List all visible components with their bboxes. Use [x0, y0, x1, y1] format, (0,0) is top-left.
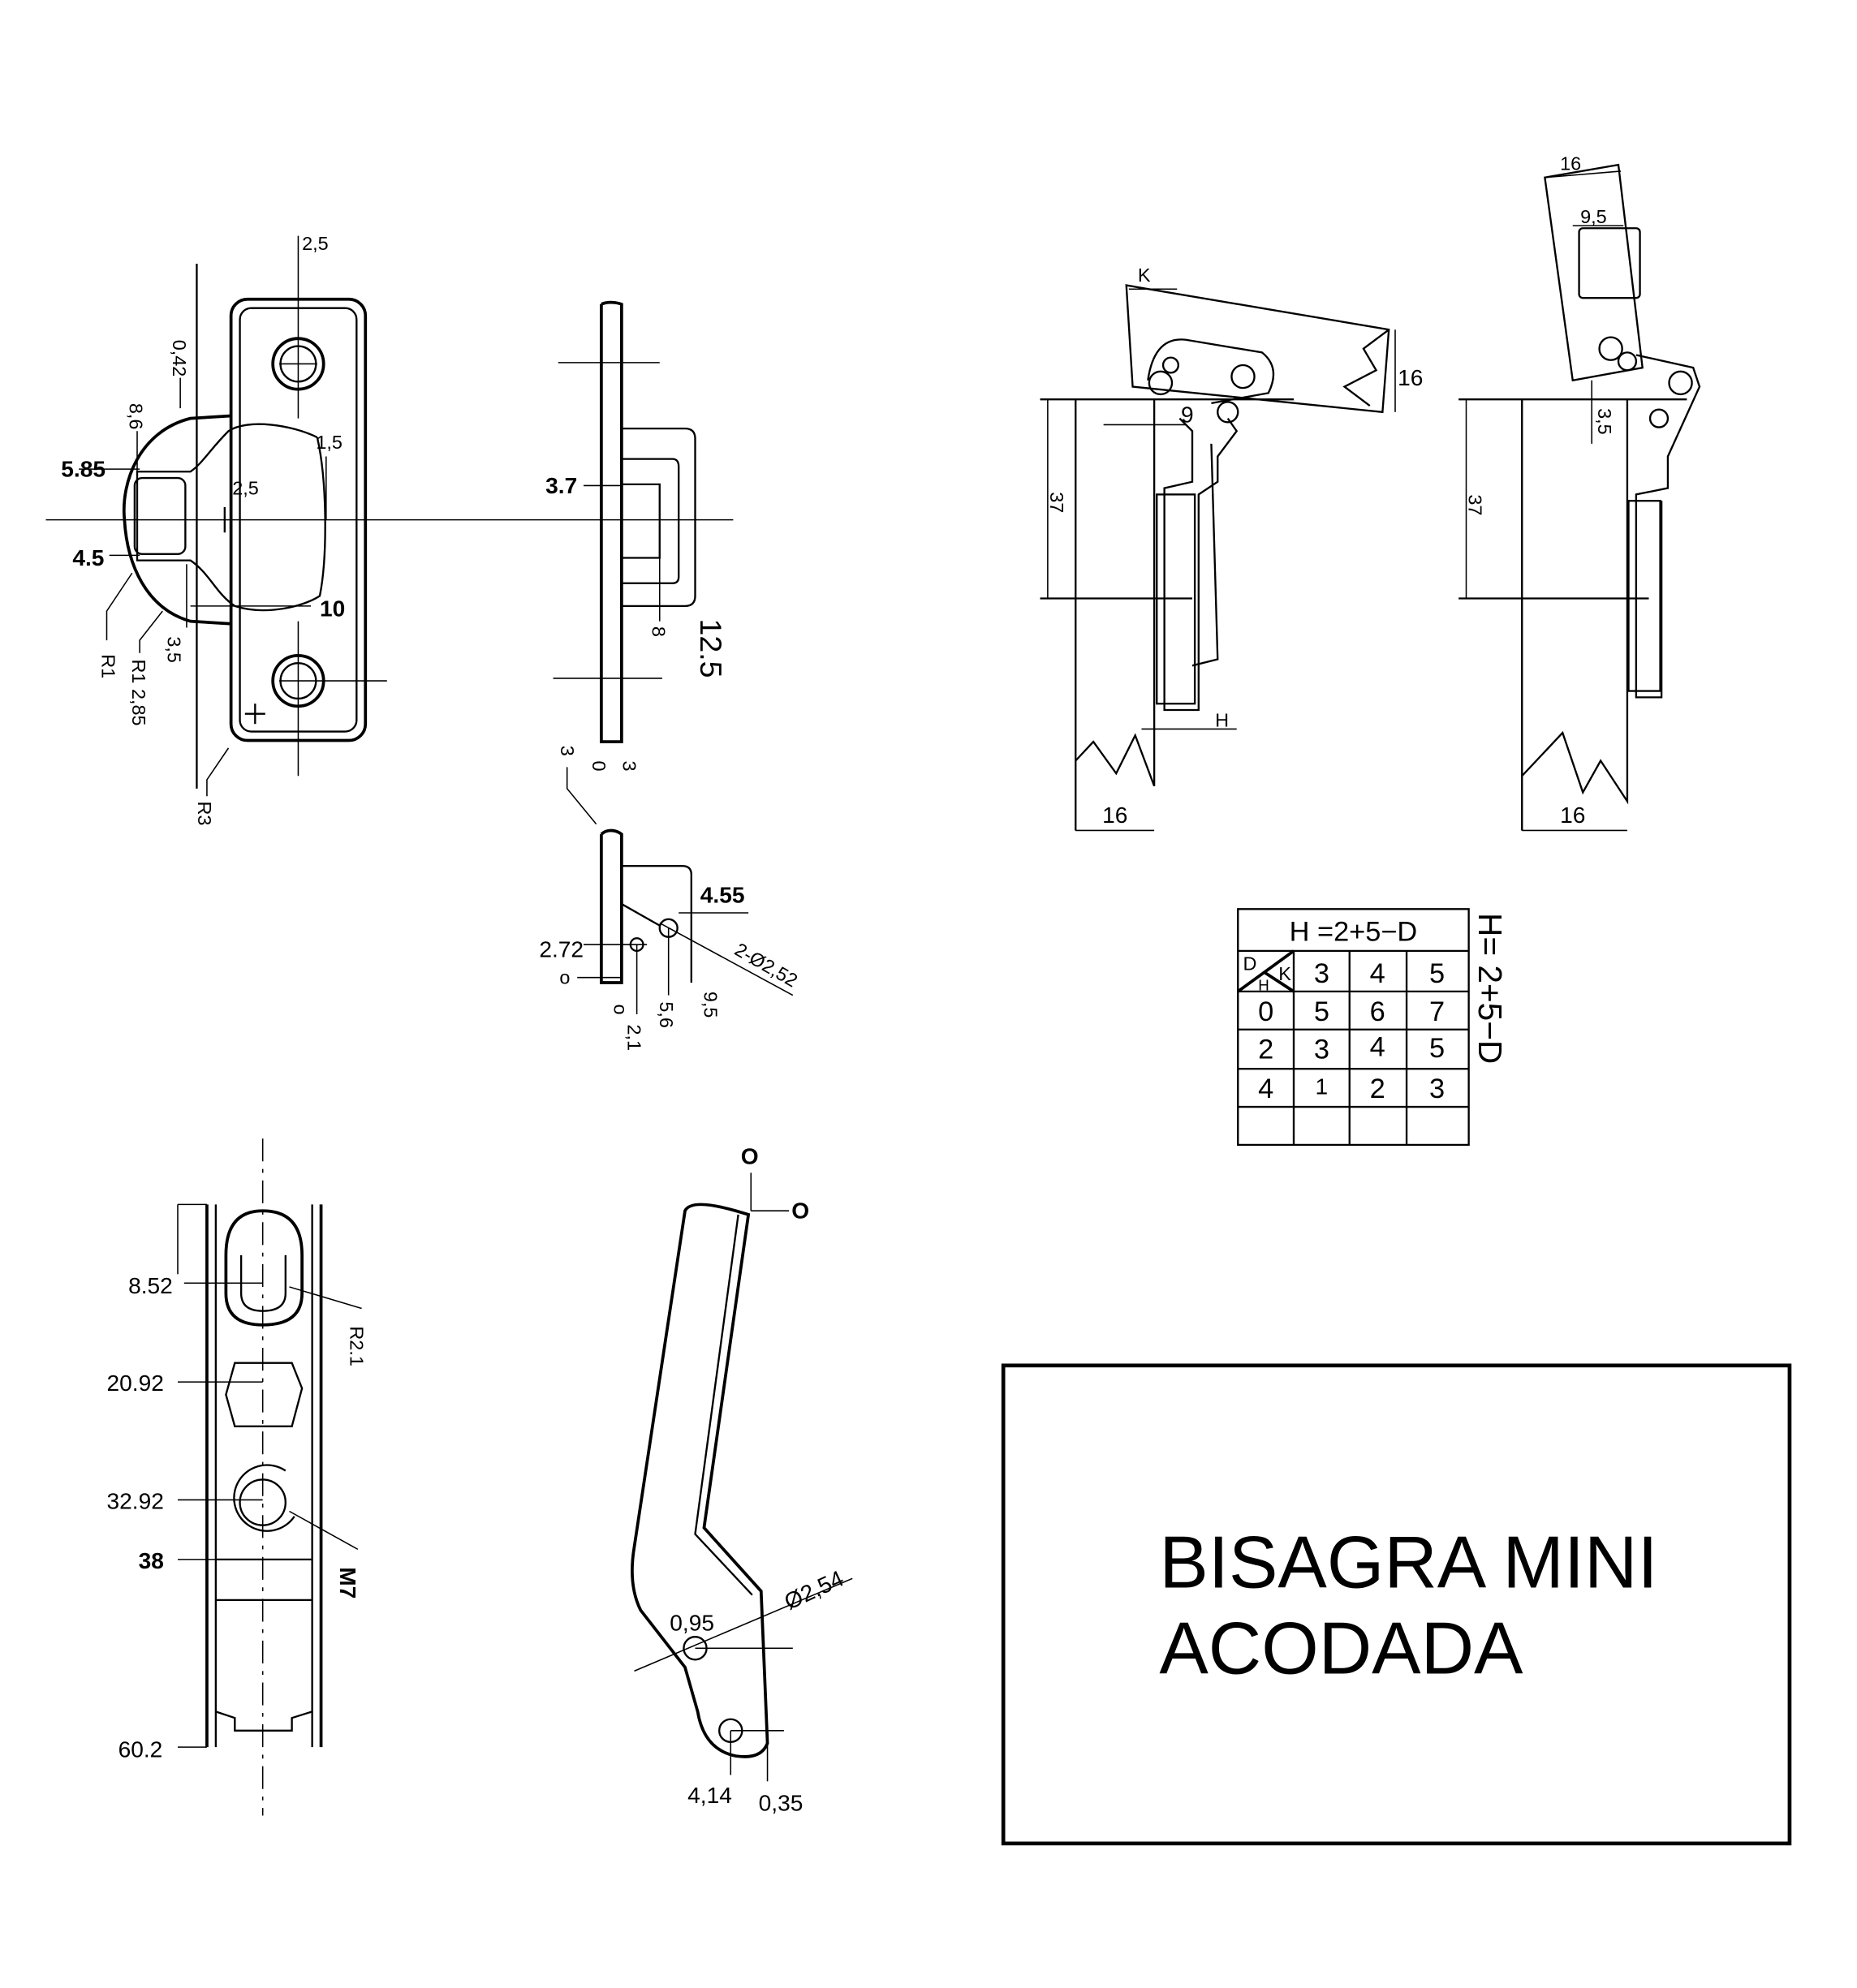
dim-label: 5,6: [656, 1001, 677, 1028]
dim-label: 3,5: [1594, 408, 1615, 435]
h-value-table: H =2+5−D D K H 3 4 5 0 5 6 7 2 3 4 5 4 1…: [1237, 908, 1509, 1147]
dim-label: 16: [1398, 365, 1423, 390]
dim-label: 32.92: [107, 1488, 164, 1513]
corner-k: K: [1278, 963, 1291, 984]
side-view: 3.7 8 12.5 3 0 3: [545, 300, 728, 772]
dim-label: K: [1138, 265, 1151, 286]
dim-label: 2,1: [624, 1025, 645, 1052]
dim-label: M7: [335, 1567, 360, 1599]
side-formula: H= 2+5−D: [1471, 913, 1509, 1064]
cell: 3: [1429, 1074, 1445, 1104]
dim-label: 2,5: [232, 477, 259, 498]
dim-label: 3: [557, 746, 578, 756]
dim-label: O: [741, 1143, 759, 1168]
dim-label: 9: [1181, 402, 1194, 427]
dim-label: 9,5: [700, 992, 721, 1018]
corner-h: H: [1258, 976, 1269, 993]
dim-label: 20.92: [107, 1371, 164, 1396]
dim-label: 60.2: [118, 1737, 163, 1762]
dim-label: 0,95: [670, 1610, 714, 1635]
cell: 5: [1314, 996, 1329, 1027]
dim-label: 8,6: [126, 403, 147, 430]
column-header: 5: [1429, 958, 1445, 989]
dim-label: 2.72: [539, 937, 584, 962]
cell: 5: [1429, 1033, 1445, 1064]
dim-label: Ø2,54: [781, 1565, 848, 1614]
dim-label: 16: [1102, 803, 1127, 828]
title-block: BISAGRA MINI ACODADA: [1001, 1363, 1792, 1846]
dim-label: o: [559, 967, 570, 988]
table-row: 4 1 2 3: [1258, 1074, 1445, 1104]
table-row: 0 5 6 7: [1258, 996, 1445, 1027]
dim-label: 8: [648, 626, 669, 637]
cell: 7: [1429, 996, 1445, 1027]
dim-label: H: [1215, 709, 1229, 730]
dim-label: 37: [1465, 494, 1486, 515]
dim-label: R3: [194, 802, 215, 826]
column-header: 3: [1314, 958, 1329, 989]
closed-hinge-view: K 16 9 37 H 16: [1040, 265, 1423, 832]
dim-label: 2-Ø2,52: [731, 939, 801, 992]
arm-view: 8.52 20.92 32.92 38 60.2 R2.1 M7: [107, 1138, 368, 1816]
dim-label: 0,42: [169, 340, 190, 377]
dim-label: 9,5: [1580, 206, 1607, 227]
dim-label: 16: [1560, 153, 1581, 174]
dim-label: 4.55: [700, 883, 745, 908]
dim-label: 3.7: [545, 473, 577, 498]
open-hinge-view: 16 9,5 3,5 37 16: [1458, 153, 1701, 832]
dim-label: 3: [618, 761, 640, 772]
link-view: O O Ø2,54 0,95 4,14 0,35: [631, 1143, 853, 1815]
dim-label: 0,35: [759, 1790, 804, 1815]
dim-label: R1: [97, 654, 118, 678]
dim-label: 16: [1560, 803, 1585, 828]
dim-label: 8.52: [128, 1273, 173, 1298]
dim-label: 12.5: [694, 619, 728, 678]
dim-label: O: [791, 1198, 809, 1224]
dim-label: 1,5: [316, 432, 343, 453]
cell: 3: [1314, 1035, 1329, 1065]
cell: 4: [1370, 1032, 1385, 1063]
title-line-2: ACODADA: [1159, 1607, 1523, 1689]
cell: 6: [1370, 996, 1385, 1027]
row-d: 2: [1258, 1035, 1273, 1065]
dim-label: 4,14: [687, 1783, 732, 1808]
dim-label: R2.1: [346, 1326, 367, 1366]
dim-label: 4.5: [72, 545, 104, 570]
dim-label: 5.85: [61, 457, 106, 482]
dim-label: 38: [139, 1548, 164, 1573]
detail-view: 4.55 2.72 o o 2,1 5,6 9,5 2-Ø2,52: [539, 767, 801, 1051]
cell: 2: [1370, 1074, 1385, 1104]
dim-label: R1 2,85: [128, 660, 149, 726]
corner-d: D: [1243, 953, 1257, 974]
title-line-1: BISAGRA MINI: [1159, 1521, 1657, 1603]
dim-label: 10: [320, 596, 345, 621]
dim-label: o: [610, 1005, 631, 1015]
column-header: 4: [1370, 958, 1385, 989]
cell: 1: [1316, 1074, 1329, 1099]
plate-view: 2,5 0,42 8,6 5.85 1,5 2,5 4.5 10 3,5 R1 …: [45, 233, 734, 826]
table-row: 2 3 4 5: [1258, 1032, 1445, 1065]
dim-label: 37: [1046, 492, 1067, 513]
dim-label: 3,5: [164, 636, 185, 663]
dim-label: 2,5: [302, 233, 329, 254]
dim-label: 0: [588, 761, 610, 772]
row-d: 4: [1258, 1074, 1273, 1104]
table-header: H =2+5−D: [1290, 916, 1418, 947]
row-d: 0: [1258, 996, 1273, 1027]
